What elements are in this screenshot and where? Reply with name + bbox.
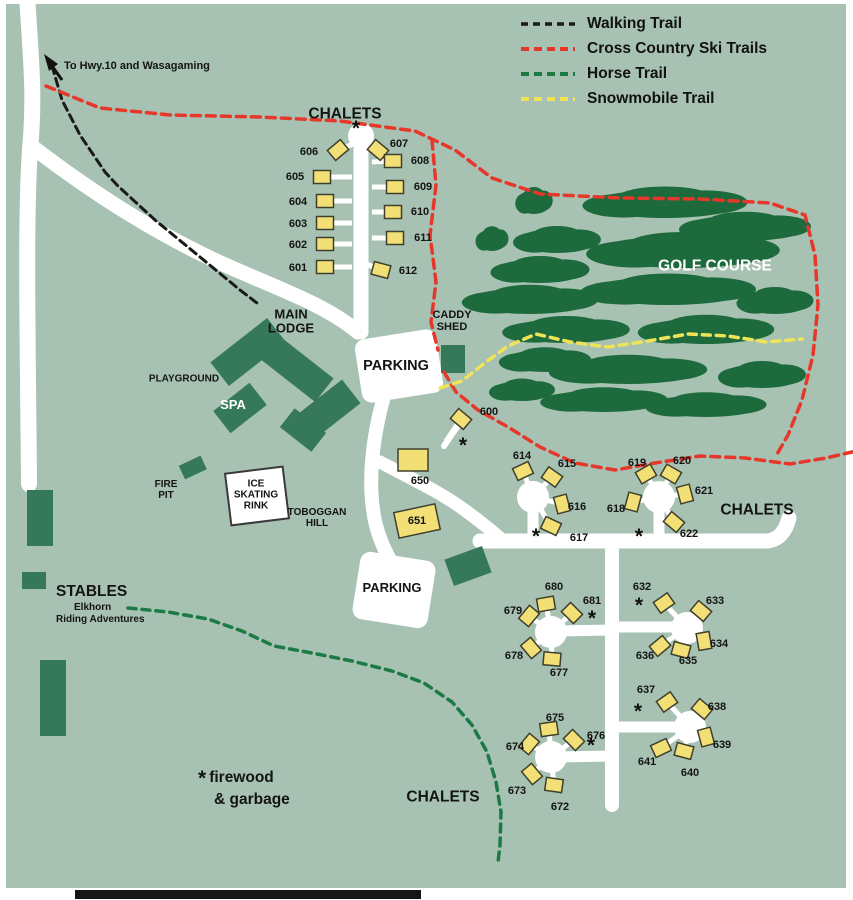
ski-trail-south [442,370,853,472]
tree [568,387,640,404]
ice-skating-rink [223,465,291,527]
tree [667,314,745,335]
tree [532,226,582,244]
roads [19,0,797,812]
ski-trail-north [44,84,820,458]
chalet-600 [449,407,473,431]
chalet-637 [655,690,679,714]
caddy-shed-building [441,345,465,373]
snowmobile-trail [438,332,804,390]
chalet-601 [315,259,335,275]
chalet-673 [520,762,544,786]
chalet-681 [560,601,584,625]
chalet-674 [517,732,541,756]
tree [753,287,797,305]
road-parking-link [364,393,397,567]
chalet-679 [517,604,541,628]
fire-pit-structure [178,455,207,480]
chalet-678 [519,636,543,660]
chalet-markers [312,138,716,794]
chalet-603 [315,215,335,231]
chalet-638 [690,697,714,721]
chalet-617 [539,515,563,537]
tree [618,273,718,295]
road-to-east-chalets [373,455,507,545]
ski-trail-west [428,138,440,352]
chalet-612 [370,260,392,280]
chalet-604 [315,193,335,209]
chalet-651 [392,503,442,539]
chalet-677 [542,650,562,668]
chalet-605 [312,169,332,185]
tree [583,354,673,375]
main-lodge-building [258,334,334,402]
hwy-arrow-icon [44,54,64,81]
chalet-676 [562,728,586,752]
horse-trail [126,606,503,864]
chalet-634 [695,630,713,652]
chalet-636 [648,634,672,658]
road-to-lodge [22,137,366,340]
tree [628,232,738,256]
map-background [6,4,846,888]
tree [618,186,712,208]
parking-lot-1 [354,329,444,403]
chalet-616 [552,493,572,515]
main-lodge-building [210,318,286,386]
spa-building [213,382,267,434]
chalet-635 [670,640,692,660]
parking-lot-2 [352,551,436,629]
main-lodge-building [279,408,327,452]
scale-bar [75,890,421,899]
chalet-614 [511,460,535,482]
chalet-610 [383,204,403,220]
chalet-622 [662,510,686,534]
walking-trail [50,64,259,305]
chalet-611 [385,230,405,246]
tree [512,256,568,274]
chalet-650 [397,448,429,472]
chalet-641 [649,737,673,759]
road-east-main [472,510,797,549]
buildings [22,318,492,736]
chalet-620 [659,463,683,485]
chalet-602 [315,236,335,252]
tree [482,226,502,243]
chalet-633 [689,599,713,623]
tree [707,211,783,232]
golf-course-trees [461,186,814,417]
chalet-639 [696,726,716,748]
stables-building [22,572,46,589]
tree [503,378,541,394]
chalet-632 [652,591,676,615]
chalet-606 [326,138,350,162]
tree [671,392,741,409]
chalet-618 [623,491,643,513]
chalet-640 [673,741,695,761]
stables-building [40,660,66,736]
chalet-609 [385,179,405,195]
main-lodge-building [299,379,361,437]
outbuilding [444,546,492,586]
chalet-621 [675,483,695,505]
chalet-615 [540,465,564,489]
chalet-672 [543,776,565,794]
tree [530,316,602,334]
chalet-619 [634,463,658,485]
chalet-675 [538,720,560,738]
trails [44,64,853,864]
chalet-608 [383,153,403,169]
road-west [19,0,41,492]
tree [518,347,572,364]
tree [737,361,787,379]
chalet-680 [535,595,557,613]
stables-building [27,490,53,546]
tree [491,284,569,305]
